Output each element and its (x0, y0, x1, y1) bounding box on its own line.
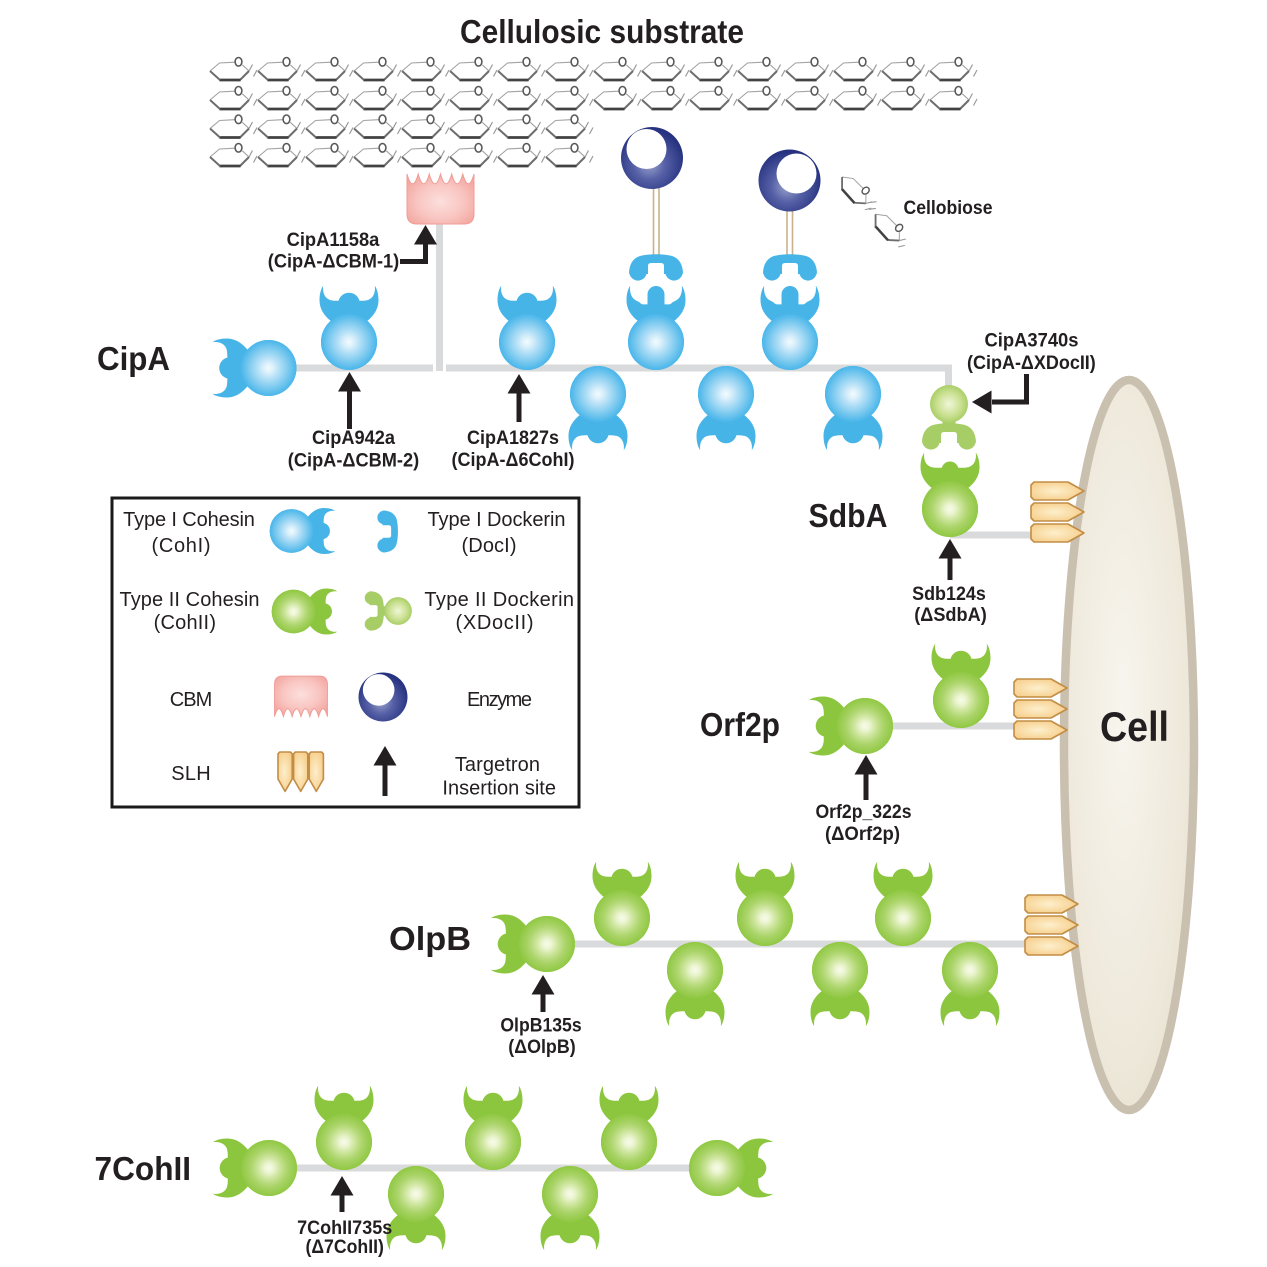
svg-text:Sdb124s: Sdb124s (912, 584, 986, 605)
svg-text:(DocI): (DocI) (462, 535, 517, 557)
svg-text:7CohII: 7CohII (95, 1150, 192, 1187)
svg-text:Enzyme: Enzyme (467, 689, 532, 711)
svg-text:(ΔSdbA): (ΔSdbA) (914, 605, 987, 626)
svg-text:(XDocII): (XDocII) (456, 612, 534, 634)
svg-text:(CipA-Δ6CohI): (CipA-Δ6CohI) (452, 450, 575, 471)
svg-text:CipA1827s: CipA1827s (467, 428, 559, 449)
svg-text:7CohII735s: 7CohII735s (297, 1218, 392, 1239)
svg-text:CipA1158a: CipA1158a (287, 230, 380, 251)
svg-text:Type I Dockerin: Type I Dockerin (428, 509, 566, 531)
svg-text:CipA942a: CipA942a (312, 428, 395, 449)
svg-text:Orf2p_322s: Orf2p_322s (815, 802, 911, 823)
svg-text:(CipA-ΔCBM-2): (CipA-ΔCBM-2) (288, 450, 419, 471)
svg-text:OlpB135s: OlpB135s (500, 1016, 581, 1037)
svg-text:Cell: Cell (1100, 703, 1169, 750)
svg-text:Orf2p: Orf2p (700, 706, 780, 743)
svg-text:(CohI): (CohI) (152, 535, 211, 557)
svg-text:CBM: CBM (170, 689, 213, 711)
svg-text:OlpB: OlpB (389, 920, 471, 957)
svg-text:(CohII): (CohII) (154, 612, 216, 634)
svg-text:CipA: CipA (97, 340, 170, 377)
svg-text:Cellulosic substrate: Cellulosic substrate (460, 13, 744, 50)
svg-text:(CipA-ΔXDocII): (CipA-ΔXDocII) (967, 353, 1096, 374)
svg-text:(ΔOrf2p): (ΔOrf2p) (825, 824, 900, 845)
svg-text:Type II Dockerin: Type II Dockerin (424, 589, 574, 611)
svg-text:Insertion site: Insertion site (442, 778, 556, 800)
svg-text:(CipA-ΔCBM-1): (CipA-ΔCBM-1) (268, 252, 400, 273)
svg-text:SLH: SLH (171, 763, 211, 785)
svg-text:SdbA: SdbA (809, 497, 888, 534)
svg-text:(ΔOlpB): (ΔOlpB) (508, 1037, 575, 1058)
svg-text:Cellobiose: Cellobiose (904, 198, 993, 219)
svg-text:CipA3740s: CipA3740s (984, 331, 1078, 352)
svg-text:Targetron: Targetron (455, 754, 540, 776)
svg-text:Type I Cohesin: Type I Cohesin (123, 509, 255, 531)
svg-text:(Δ7CohII): (Δ7CohII) (305, 1237, 384, 1258)
svg-text:Type II Cohesin: Type II Cohesin (120, 589, 260, 611)
